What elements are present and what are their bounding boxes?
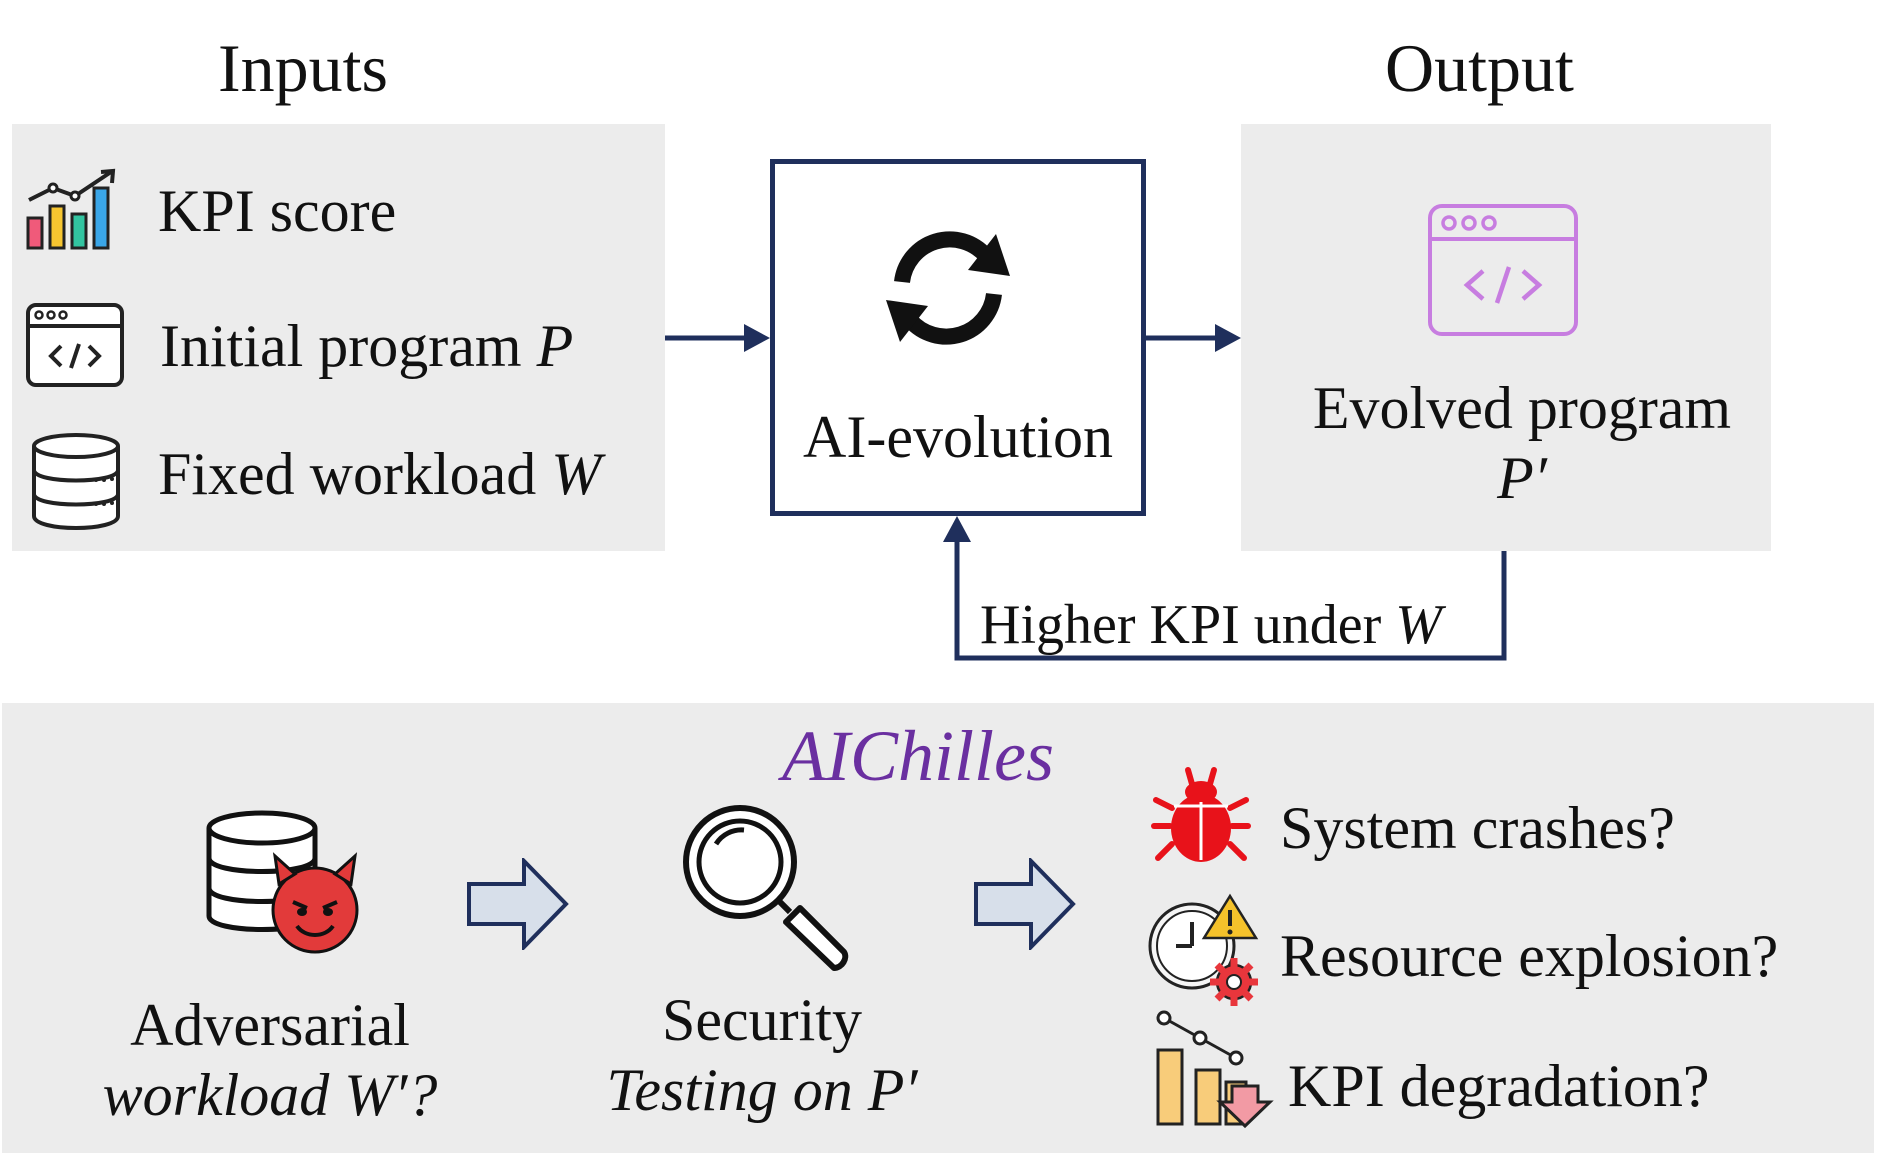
output-line2: P′: [1241, 448, 1803, 508]
feedback-text: Higher KPI under: [980, 594, 1396, 656]
magnifying-glass-icon: [680, 802, 850, 974]
input-initial-program-text: Initial program: [160, 313, 537, 379]
output-panel: [1241, 124, 1771, 551]
adversarial-line1: Adversarial: [130, 992, 410, 1058]
security-line2-text: Testing on P′: [606, 1057, 918, 1123]
output-heading: Output: [1385, 30, 1574, 106]
security-line1: Security: [662, 987, 862, 1053]
input-fixed-workload: Fixed workload W: [158, 444, 601, 504]
clock-warning-gear-icon: [1146, 892, 1262, 1008]
security-line2: Testing on P′: [562, 1060, 962, 1120]
input-kpi-score: KPI score: [158, 181, 396, 241]
arrow-evolution-to-output: [1146, 324, 1241, 352]
refresh-cycle-icon: [868, 218, 1028, 358]
output-line1: Evolved program: [1312, 375, 1732, 441]
ai-evolution-label: AI-evolution: [803, 404, 1113, 470]
input-kpi-score-text: KPI score: [158, 178, 397, 244]
input-fixed-workload-symbol: W: [551, 441, 602, 507]
aichilles-title: AIChilles: [782, 720, 1054, 792]
input-initial-program: Initial program P: [160, 316, 573, 376]
adversarial-line2-text: workload W′?: [102, 1062, 438, 1128]
output-line2-symbol: P′: [1497, 445, 1547, 511]
bug-icon: [1150, 762, 1252, 866]
arrow-inputs-to-evolution: [665, 324, 770, 352]
code-window-icon: [25, 302, 125, 388]
block-arrow-2-icon: [973, 856, 1077, 952]
outcome-kpi-degradation: KPI degradation?: [1288, 1053, 1710, 1119]
inputs-heading: Inputs: [218, 30, 388, 106]
adversarial-database-devil-icon: [205, 808, 365, 958]
feedback-label: Higher KPI under W: [980, 597, 1442, 653]
input-initial-program-symbol: P: [536, 313, 574, 379]
block-arrow-1-icon: [466, 856, 570, 952]
adversarial-line2: workload W′?: [60, 1065, 480, 1125]
kpi-decline-chart-icon: [1154, 1010, 1274, 1130]
feedback-loop-arrow: [943, 516, 1507, 661]
input-fixed-workload-text: Fixed workload: [158, 441, 552, 507]
output-code-window-icon: [1427, 203, 1579, 337]
outcome-resource-explosion: Resource explosion?: [1280, 923, 1779, 989]
bar-chart-trend-icon: [25, 166, 125, 252]
aichilles-title-text: AIChilles: [782, 716, 1054, 796]
outcome-system-crashes: System crashes?: [1280, 795, 1675, 861]
feedback-symbol: W: [1395, 594, 1442, 656]
database-icon: [30, 432, 122, 532]
